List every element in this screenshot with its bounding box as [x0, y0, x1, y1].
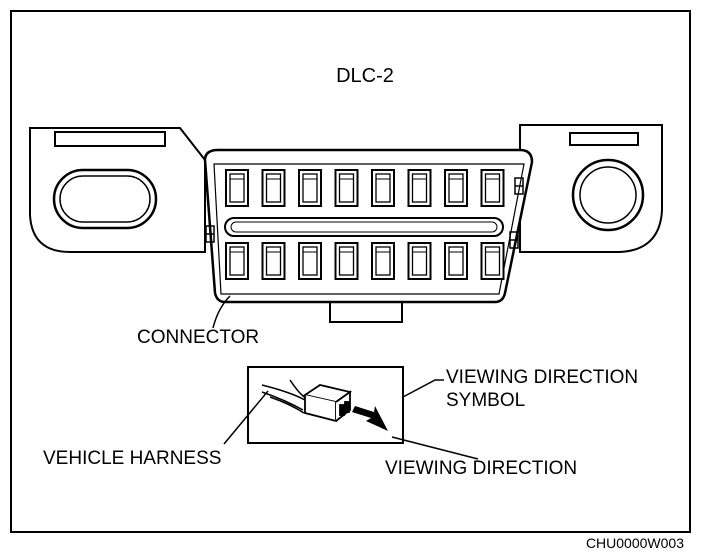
viewing-direction-symbol-box: [247, 366, 404, 444]
top-pin-5: [371, 169, 395, 207]
viewing-direction-label: VIEWING DIRECTION: [385, 458, 577, 479]
viewing-direction-symbol-label-line1: VIEWING DIRECTION: [446, 367, 638, 388]
top-pin-3: [298, 169, 322, 207]
bottom-pin-7: [444, 242, 468, 280]
bottom-latch-tab: [329, 302, 403, 323]
bottom-pin-4: [334, 242, 359, 280]
bottom-pin-6: [407, 242, 432, 280]
harness-connector-plug: [302, 384, 353, 423]
top-pin-6: [407, 169, 432, 207]
key-notch-left: [205, 225, 215, 243]
bottom-pin-3: [298, 242, 322, 280]
connector-inner-outline: [213, 163, 525, 295]
bottom-pin-1: [225, 242, 249, 280]
center-divider-inner: [230, 221, 498, 233]
left-mounting-flange: [29, 127, 206, 253]
bottom-pin-2: [261, 242, 286, 280]
vehicle-harness-label: VEHICLE HARNESS: [43, 448, 221, 469]
right-mounting-hole: [571, 158, 645, 232]
top-pin-1: [225, 169, 249, 207]
figure-code: CHU0000W003: [586, 535, 684, 551]
viewing-direction-symbol-label-line2: SYMBOL: [446, 390, 525, 411]
connector-leader-line: [212, 295, 231, 329]
connector-label: CONNECTOR: [137, 327, 259, 348]
pin-row-top: [225, 169, 505, 207]
bottom-pin-5: [371, 242, 395, 280]
viewing-direction-leader-line: [391, 436, 479, 460]
left-mounting-hole: [52, 168, 158, 230]
key-notch-right-lower: [509, 231, 519, 249]
top-pin-4: [334, 169, 359, 207]
key-notch-right-upper: [514, 177, 524, 195]
pin-row-bottom: [225, 242, 505, 280]
viewing-direction-arrow-icon: [352, 406, 388, 431]
diagram-title: DLC-2: [336, 65, 394, 87]
symbol-leader-line: [402, 379, 444, 398]
bottom-pin-8: [480, 242, 505, 280]
top-pin-8: [480, 169, 505, 207]
top-pin-2: [261, 169, 286, 207]
harness-wires: [261, 379, 307, 414]
outer-frame: [10, 10, 691, 533]
top-pin-7: [444, 169, 468, 207]
vehicle-harness-leader-line: [223, 390, 269, 445]
center-divider-bar: [224, 217, 504, 237]
right-mounting-flange: [519, 124, 663, 253]
